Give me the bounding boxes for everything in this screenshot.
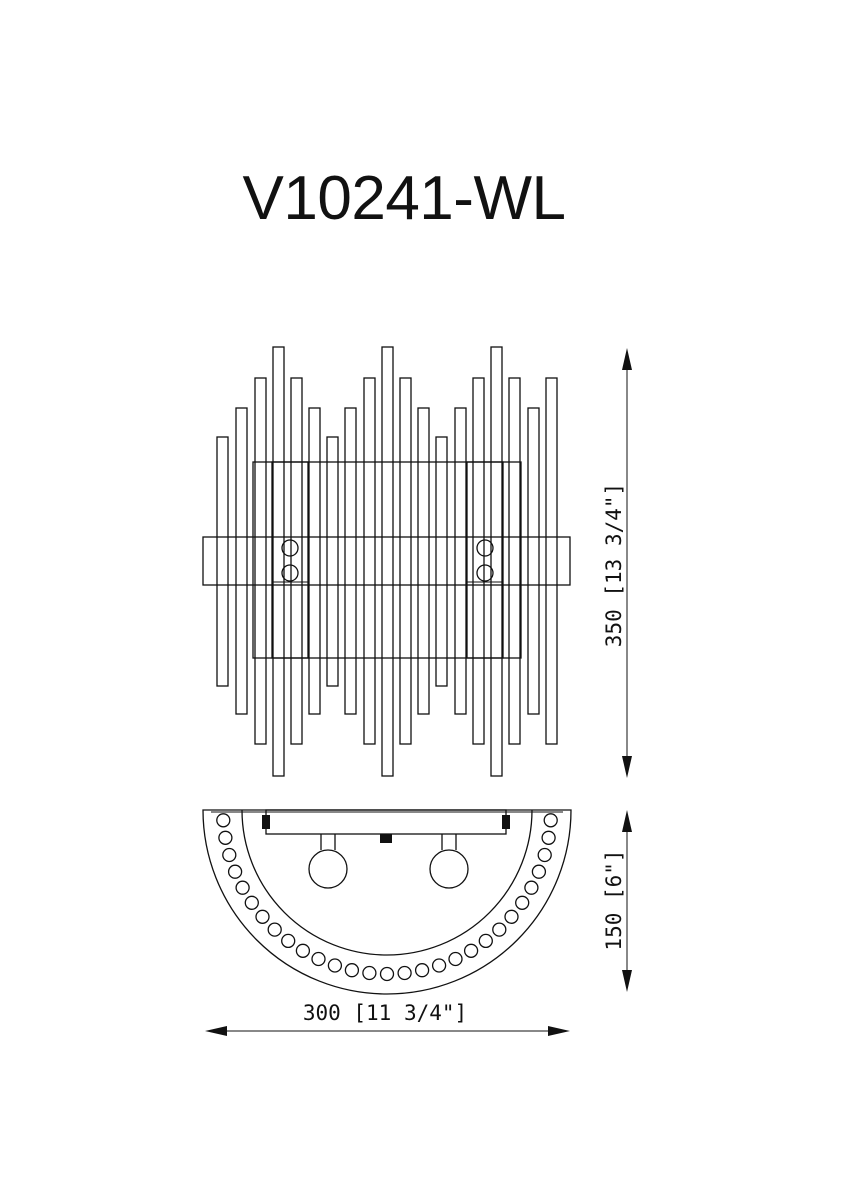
crystal-bead-3 [222, 847, 237, 863]
crystal-bead-27 [537, 847, 552, 863]
side-view [202, 809, 572, 995]
front-screw-right-bottom [476, 564, 494, 582]
crystal-bead-13 [344, 963, 360, 978]
width-dimension-line [205, 1026, 570, 1036]
crystal-bead-21 [478, 933, 493, 949]
width-arrow-right [548, 1026, 570, 1036]
crystal-bead-23 [504, 909, 519, 924]
depth-dimension-line [622, 810, 632, 992]
crystal-rod-3 [254, 377, 267, 745]
crystal-bead-1 [216, 813, 231, 828]
crystal-bead-25 [524, 880, 539, 895]
crystal-rod-7 [326, 436, 339, 687]
crystal-bead-28 [541, 830, 556, 845]
crystal-bead-9 [281, 933, 296, 949]
crystal-bead-15 [379, 966, 395, 982]
crystal-rod-8 [344, 407, 357, 715]
crystal-bead-7 [255, 909, 270, 924]
height-arrow-bottom [622, 756, 632, 778]
crystal-rod-5 [290, 377, 303, 745]
depth-dimension-label: 150 [6"] [602, 849, 626, 951]
crystal-rod-14 [454, 407, 467, 715]
crystal-rod-11 [399, 377, 412, 745]
width-arrow-left [205, 1026, 227, 1036]
depth-arrow-bottom [622, 970, 632, 992]
crystal-rod-19 [545, 377, 558, 745]
crystal-bead-4 [227, 864, 243, 879]
height-dimension-line [622, 348, 632, 778]
crystal-bead-2 [218, 830, 233, 845]
crystal-rod-16 [490, 346, 503, 777]
crystal-rod-1 [216, 436, 229, 687]
crystal-bead-16 [397, 965, 412, 981]
crystal-bead-12 [327, 958, 343, 973]
side-bulb-left [308, 849, 348, 889]
crystal-rod-18 [527, 407, 540, 715]
crystal-bead-29 [543, 813, 558, 828]
crystal-bead-18 [431, 958, 447, 973]
model-title: V10241-WL [242, 164, 566, 233]
front-screw-left-bottom [281, 564, 299, 582]
front-socket-block-left [271, 461, 309, 659]
crystal-bead-8 [267, 922, 282, 937]
side-bracket-right [502, 815, 510, 829]
front-view [202, 346, 571, 777]
crystal-rod-2 [235, 407, 248, 715]
crystal-rod-12 [417, 407, 430, 715]
crystal-rod-4 [272, 346, 285, 777]
side-outer-shade [202, 809, 572, 995]
crystal-rod-9 [363, 377, 376, 745]
side-crystal-beads [216, 813, 558, 982]
height-dimension-label: 350 [13 3/4"] [602, 482, 626, 648]
front-wall-plate [202, 536, 571, 586]
crystal-rod-15 [472, 377, 485, 745]
height-arrow-top [622, 348, 632, 370]
crystal-bead-22 [492, 922, 507, 937]
crystal-bead-17 [414, 963, 430, 978]
side-bulb-right [429, 849, 469, 889]
depth-arrow-top [622, 810, 632, 832]
crystal-bead-24 [515, 895, 530, 910]
front-screw-right-top [476, 539, 494, 557]
crystal-bead-11 [311, 951, 326, 967]
crystal-bead-26 [531, 864, 547, 879]
side-center-nut [380, 834, 392, 843]
crystal-bead-20 [463, 943, 479, 958]
crystal-bead-19 [448, 951, 463, 967]
crystal-bead-6 [244, 895, 259, 910]
side-mount-bar [265, 809, 507, 835]
crystal-rod-6 [308, 407, 321, 715]
front-frame [252, 461, 522, 659]
front-socket-block-right [466, 461, 504, 659]
side-inner-shade [241, 809, 533, 956]
crystal-bead-5 [235, 880, 250, 895]
crystal-bead-14 [362, 965, 377, 981]
crystal-rod-17 [508, 377, 521, 745]
crystal-rod-13 [435, 436, 448, 687]
side-bracket-left [262, 815, 270, 829]
front-screw-left-top [281, 539, 299, 557]
crystal-rod-10 [381, 346, 394, 777]
crystal-bead-10 [295, 943, 311, 958]
width-dimension-label: 300 [11 3/4"] [302, 1001, 468, 1025]
